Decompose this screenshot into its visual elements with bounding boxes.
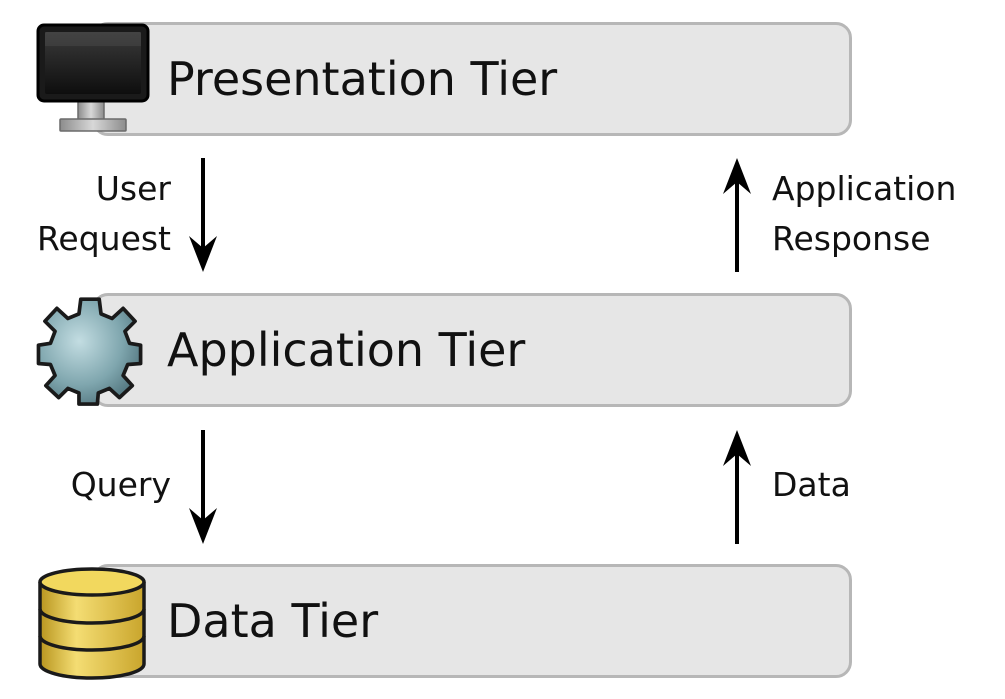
data-label: Data — [772, 460, 851, 510]
user-request-label: User Request — [37, 164, 171, 263]
arrow-down-icon — [189, 158, 217, 272]
arrow-down-icon — [189, 430, 217, 544]
application-tier-box: Application Tier — [92, 293, 852, 407]
presentation-tier-box: Presentation Tier — [92, 22, 852, 136]
application-tier-label: Application Tier — [167, 323, 526, 377]
gear-icon — [36, 297, 143, 406]
monitor-icon — [36, 23, 150, 132]
application-response-label-line-2: Response — [772, 218, 931, 258]
application-response-label: Application Response — [772, 164, 956, 263]
data-tier-label: Data Tier — [167, 594, 379, 648]
query-label: Query — [71, 460, 171, 510]
data-label-text: Data — [772, 465, 851, 504]
data-tier-box: Data Tier — [92, 564, 852, 678]
arrow-up-icon — [723, 430, 751, 544]
query-label-text: Query — [70, 465, 171, 504]
presentation-tier-label: Presentation Tier — [167, 52, 558, 106]
application-response-label-line-1: Application — [772, 169, 957, 208]
database-icon — [38, 567, 146, 680]
user-request-label-line-2: Request — [36, 218, 171, 258]
user-request-label-line-1: User — [95, 169, 171, 208]
arrow-up-icon — [723, 158, 751, 272]
